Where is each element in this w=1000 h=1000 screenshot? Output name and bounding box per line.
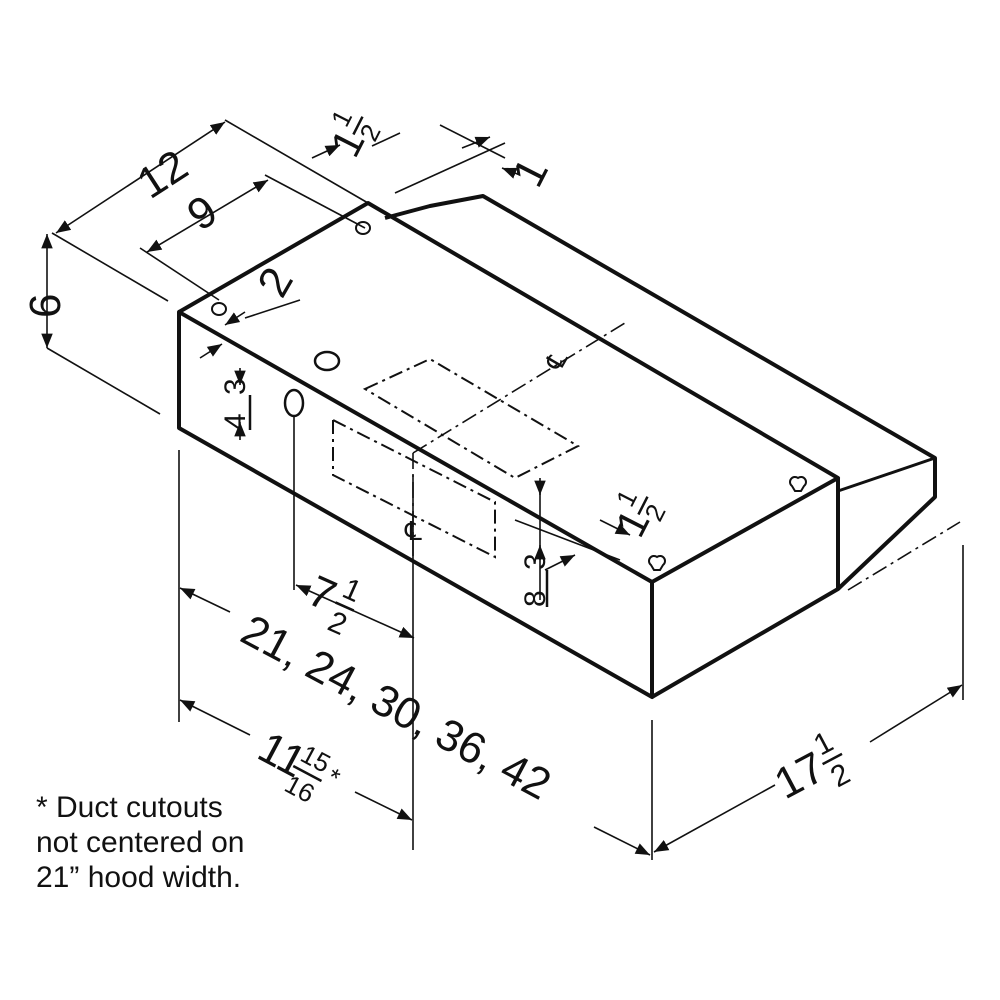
depth-9-label: 9 — [179, 186, 226, 240]
keyhole-end-top — [789, 476, 807, 492]
hood-body — [177, 194, 937, 699]
cutout-small-fraction: 3 8 — [519, 553, 552, 607]
damper-bottom-fraction: 1 1 2 — [606, 485, 672, 544]
cutout-depth-2-label: 2 — [248, 259, 303, 305]
keyhole-top — [355, 221, 371, 235]
centerline-symbol-front: ℄ — [404, 516, 422, 546]
overall-depth-fraction: 17 1 2 — [767, 725, 856, 808]
svg-text:2: 2 — [825, 757, 855, 794]
keyhole-end-bottom — [648, 555, 666, 571]
svg-text:4: 4 — [219, 413, 252, 430]
svg-text:3: 3 — [519, 553, 552, 570]
cutout-width-fraction: 3 4 — [219, 378, 252, 430]
cutouts — [211, 221, 807, 571]
svg-text:3: 3 — [219, 378, 252, 395]
footnote-line-1: * Duct cutouts — [36, 791, 223, 824]
keyhole-left — [211, 302, 227, 316]
front-duct-cutout — [332, 418, 496, 559]
centerline-symbol-top: ℄ — [539, 345, 574, 376]
svg-text:8: 8 — [519, 590, 552, 607]
wire-hole-back — [283, 388, 305, 418]
footnote-line-3: 21” hood width. — [36, 861, 242, 894]
top-duct-cutout — [362, 357, 581, 480]
hood-end-face — [650, 478, 840, 699]
dimension-lines — [41, 119, 964, 860]
duct-cutout-footnote: * Duct cutouts not centered on 21” hood … — [36, 790, 245, 895]
damper-top-fraction: 1 1 2 — [321, 105, 387, 164]
wire-hole-top — [313, 350, 341, 372]
footnote-line-2: not centered on — [36, 826, 245, 859]
hood-rear-section — [384, 194, 937, 591]
hood-top-face — [178, 201, 840, 584]
back-offset-1-label: 1 — [503, 150, 558, 194]
height-6-label: 6 — [21, 294, 70, 318]
duct-offset-fraction: 11 15 16 * — [250, 723, 345, 809]
cutout-offset-fraction: 7 1 2 — [301, 566, 366, 642]
